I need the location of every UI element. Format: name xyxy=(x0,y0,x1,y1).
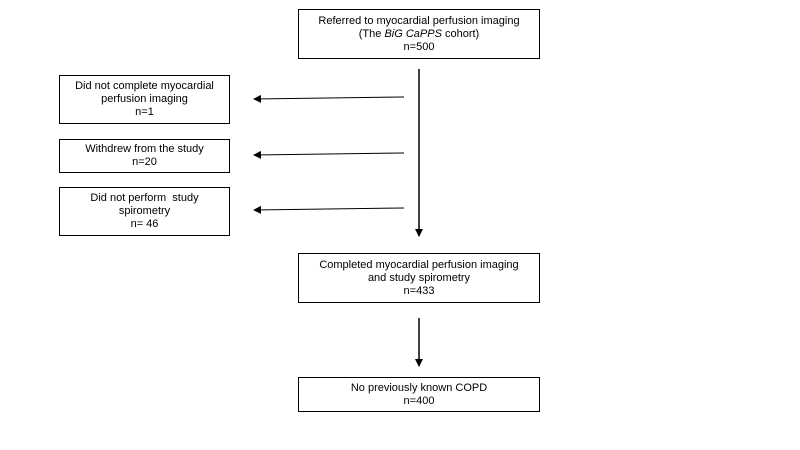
not-complete-mpi-line1: Did not complete myocardial xyxy=(75,80,214,92)
withdrew-box: Withdrew from the study n=20 xyxy=(59,139,230,173)
no-spirometry-count: n= 46 xyxy=(130,218,159,230)
not-complete-mpi-count: n=1 xyxy=(135,106,154,118)
no-copd-box: No previously known COPD n=400 xyxy=(298,377,540,412)
no-spirometry-line1: Did not perform study xyxy=(90,192,199,204)
completed-line2: and study spirometry xyxy=(367,271,471,284)
referred-count: n=500 xyxy=(403,40,435,53)
arrow-to-no-spirometry xyxy=(253,205,405,214)
withdrew-label: Withdrew from the study xyxy=(85,143,204,155)
completed-count: n=433 xyxy=(403,284,435,297)
referred-box: Referred to myocardial perfusion imaging… xyxy=(298,9,540,59)
completed-box: Completed myocardial perfusion imaging a… xyxy=(298,253,540,303)
no-copd-count: n=400 xyxy=(403,394,435,407)
arrow-to-withdrew xyxy=(253,150,405,159)
referred-cohort: (The BiG CaPPS cohort) xyxy=(358,27,480,40)
no-spirometry-line2: spirometry xyxy=(118,205,171,217)
withdrew-count: n=20 xyxy=(132,156,157,168)
no-spirometry-box: Did not perform study spirometry n= 46 xyxy=(59,187,230,236)
not-complete-mpi-box: Did not complete myocardial perfusion im… xyxy=(59,75,230,124)
completed-line1: Completed myocardial perfusion imaging xyxy=(319,258,519,271)
arrow-to-not-complete-mpi xyxy=(253,94,405,103)
no-copd-label: No previously known COPD xyxy=(350,381,488,394)
referred-title: Referred to myocardial perfusion imaging xyxy=(318,14,520,27)
not-complete-mpi-line2: perfusion imaging xyxy=(101,93,188,105)
